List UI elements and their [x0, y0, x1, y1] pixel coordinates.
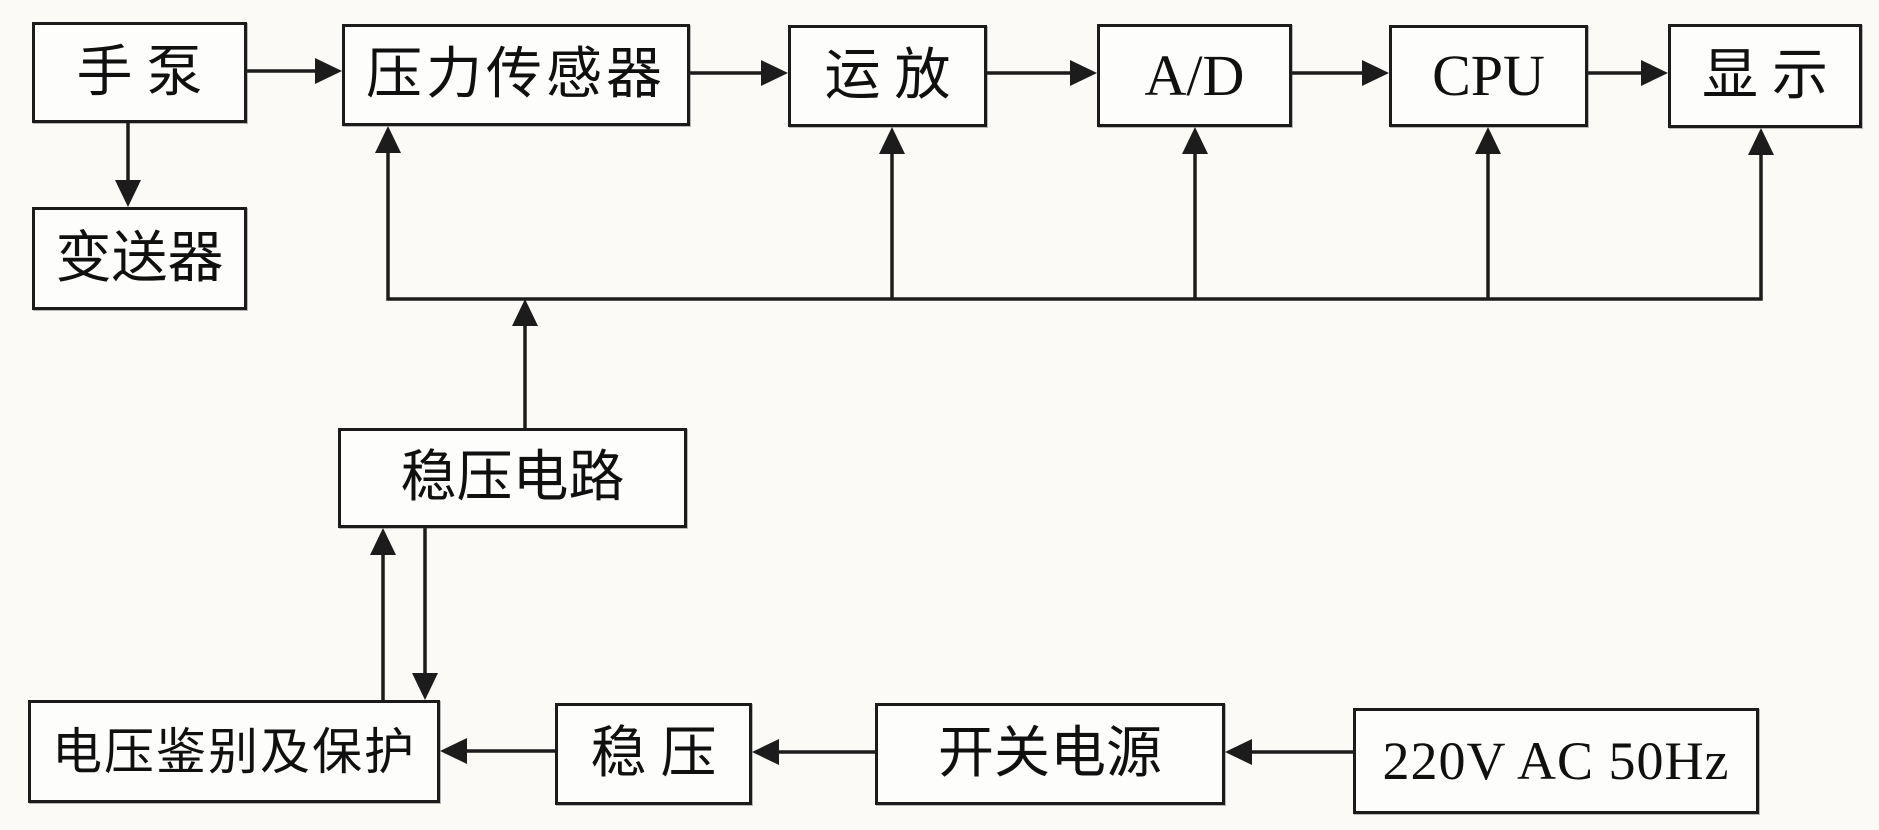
arrow-op-amp-to-ad: [987, 60, 1097, 86]
arrow-switching-power-to-regulator: [752, 739, 875, 765]
node-transmitter: 变送器: [32, 207, 247, 310]
node-switching-power: 开关电源: [875, 703, 1225, 805]
node-regulator: 稳 压: [555, 703, 752, 805]
arrow-bus-to-op-amp: [879, 127, 905, 299]
arrow-bus-to-cpu: [1475, 127, 1501, 299]
arrowhead-bus-to-display: [1748, 128, 1774, 155]
arrow-regulator-to-protection: [440, 738, 555, 764]
arrow-regulator-circuit-to-protection: [412, 528, 438, 700]
arrow-hand-pump-to-transmitter: [115, 123, 141, 207]
arrow-mains-to-switching-power: [1225, 739, 1353, 765]
node-hand-pump: 手 泵: [32, 22, 247, 123]
arrow-bus-to-ad: [1182, 127, 1208, 299]
arrow-hand-pump-to-pressure-sensor: [247, 58, 342, 84]
node-pressure-sensor: 压力传感器: [342, 24, 690, 126]
node-ad-converter: A/D: [1097, 24, 1292, 127]
arrow-cpu-to-display: [1588, 60, 1668, 86]
node-regulator-circuit: 稳压电路: [338, 428, 687, 528]
arrowhead-bus-to-pressure-sensor: [375, 126, 401, 153]
node-display: 显 示: [1668, 24, 1862, 128]
power-bus-line: [375, 126, 1774, 301]
node-mains-supply: 220V AC 50Hz: [1353, 708, 1759, 814]
arrow-ad-to-cpu: [1292, 60, 1389, 86]
arrow-pressure-sensor-to-op-amp: [690, 60, 788, 86]
node-op-amp: 运 放: [788, 25, 987, 127]
node-cpu: CPU: [1389, 25, 1588, 127]
node-voltage-protection: 电压鉴别及保护: [28, 700, 440, 803]
arrow-protection-to-regulator-circuit: [370, 528, 396, 700]
arrow-regulator-circuit-to-bus: [512, 299, 538, 428]
